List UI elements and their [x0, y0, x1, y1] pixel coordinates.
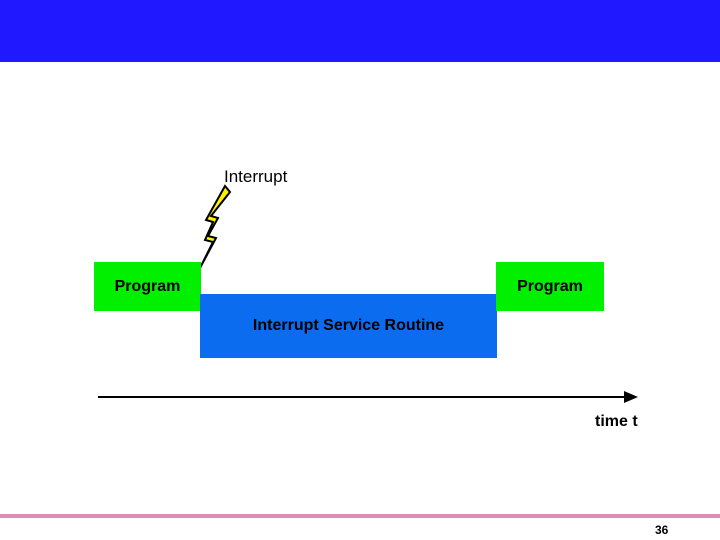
time-axis-arrow: [96, 386, 640, 408]
footer-divider: [0, 514, 720, 518]
block-program-before-label: Program: [114, 277, 181, 295]
block-interrupt-service-routine-label: Interrupt Service Routine: [252, 317, 445, 334]
block-interrupt-service-routine: Interrupt Service Routine: [200, 294, 497, 358]
interrupt-label: Interrupt: [224, 167, 288, 186]
block-program-before: Program: [94, 262, 201, 311]
slide-title-banner: [0, 0, 720, 62]
block-program-after: Program: [496, 262, 604, 311]
page-number: 36: [655, 523, 669, 537]
time-axis-label: time t: [595, 413, 638, 430]
lightning-bolt-icon: [196, 184, 236, 270]
block-program-after-label: Program: [517, 277, 583, 295]
